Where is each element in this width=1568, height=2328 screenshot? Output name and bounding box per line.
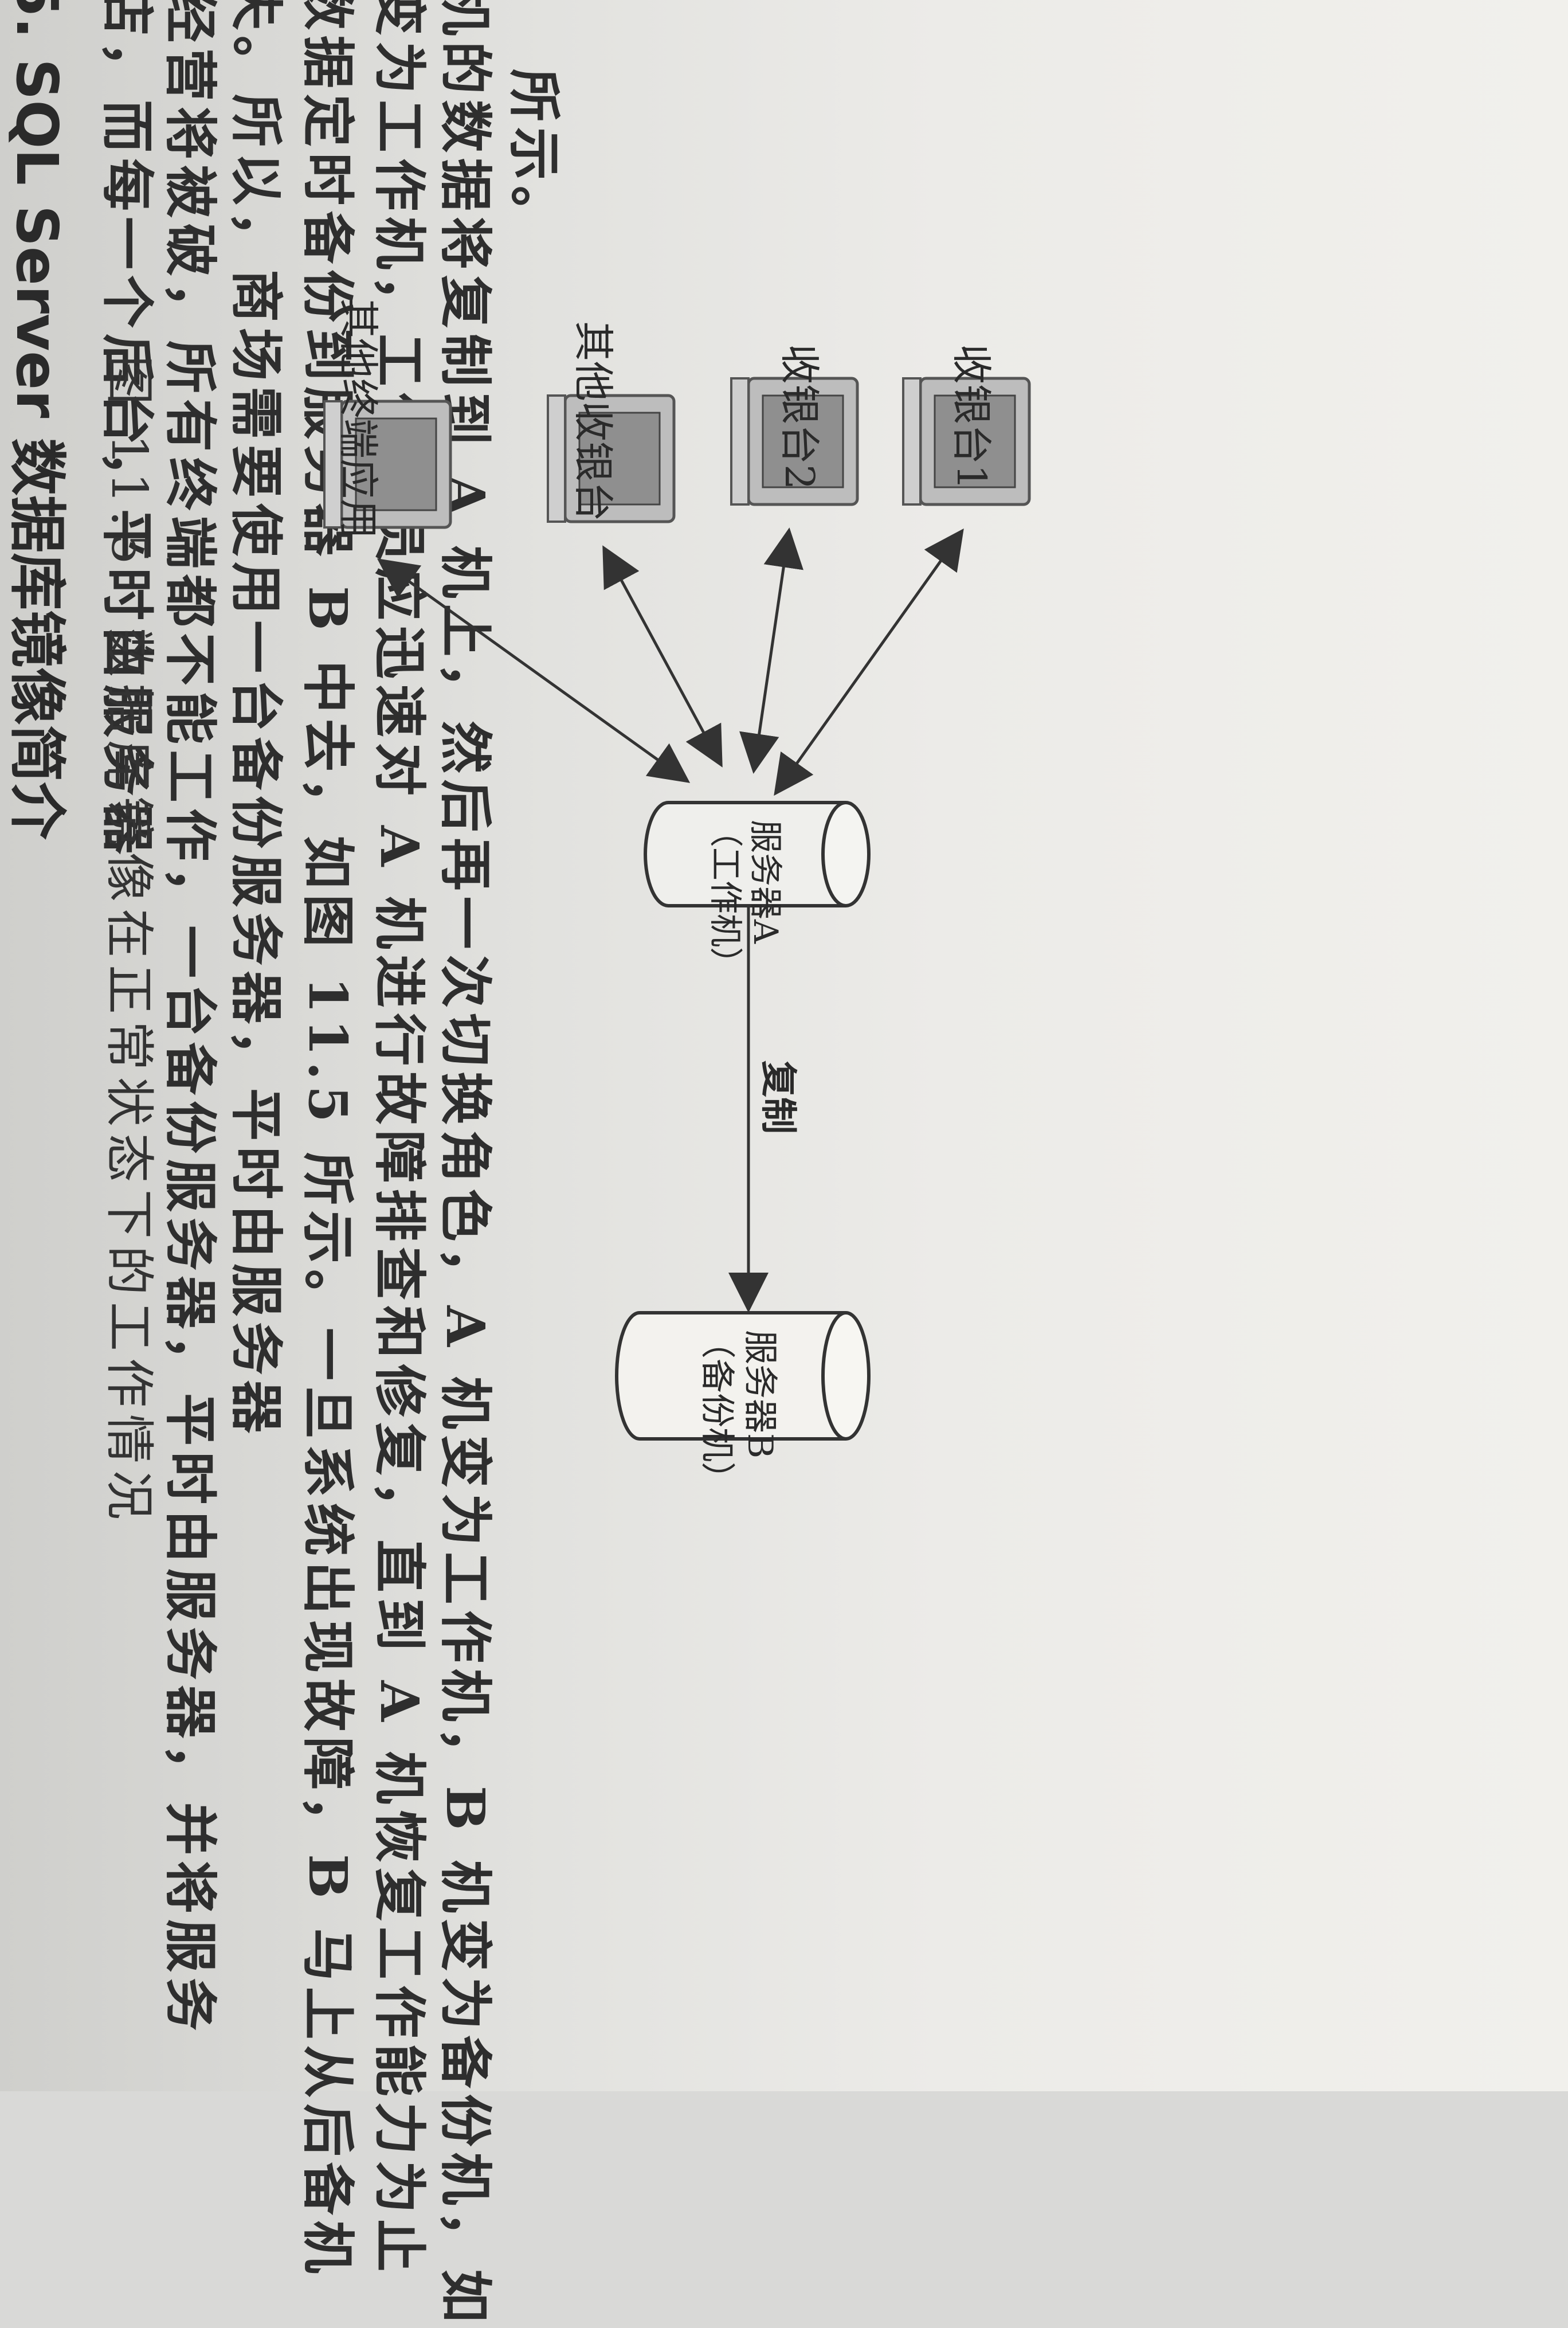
terminal-4-label: 其他终端应用 [335, 298, 382, 539]
terminal-1 [902, 377, 1031, 506]
section-heading: 5. SQL Server 数据库镜像简介 [3, 0, 70, 840]
server-b-cylinder [615, 1311, 871, 1441]
server-a-label: 服务器A [746, 820, 785, 944]
server-a-cylinder [644, 801, 871, 907]
server-a-role: （工作机） [706, 814, 745, 980]
terminal-4 [323, 400, 452, 529]
terminal-1-label: 收银台1 [948, 344, 995, 490]
link-terminal-4 [377, 558, 691, 783]
server-b-role: （备份机） [697, 1324, 737, 1496]
terminal-2 [730, 377, 859, 506]
terminal-3 [547, 394, 676, 523]
terminal-3-label: 其他收银台 [570, 321, 617, 522]
figure-caption: 图 11.5 数据库镜像在正常状态下的工作情况 [100, 355, 158, 1527]
link-terminal-2 [739, 527, 803, 774]
book-page: 店，而每一个后台，平时由服务器 的经营将被破，所有终端都不能工作，一台备份服务器… [3, 0, 1031, 2328]
link-terminal-3 [602, 545, 723, 768]
server-b-label: 服务器B [740, 1330, 780, 1458]
replication-label: 复制 [756, 1061, 799, 1134]
mirroring-diagram: 收银台1 收银台2 其他收银台 其他终端应用 [323, 298, 1031, 1496]
link-terminal-1 [774, 528, 964, 796]
terminal-2-label: 收银台2 [776, 344, 823, 490]
